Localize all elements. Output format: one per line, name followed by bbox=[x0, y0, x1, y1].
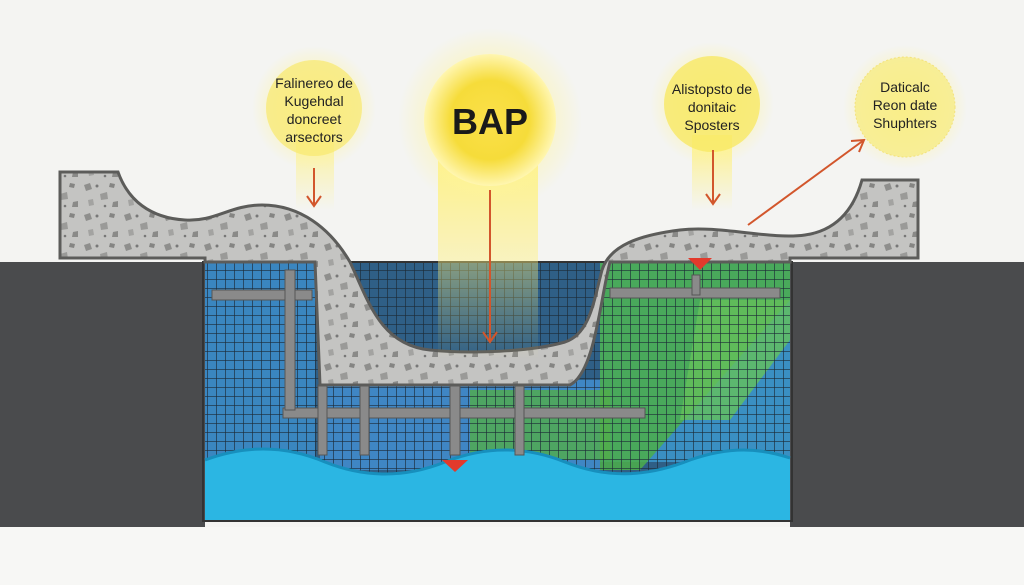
base-strip bbox=[0, 527, 1024, 585]
down-arrow-icon bbox=[306, 168, 322, 208]
left-ground bbox=[0, 262, 205, 527]
label-left-line-4: arsectors bbox=[285, 129, 343, 145]
sun-glow-center bbox=[398, 28, 582, 360]
down-arrow-icon bbox=[482, 190, 498, 344]
label-left-line-2: Kugehdal bbox=[284, 93, 343, 109]
label-right-line-3: Shuphters bbox=[873, 115, 937, 131]
label-mid-right-line-2: donitaic bbox=[688, 99, 736, 115]
label-left-line-1: Falinereo de bbox=[275, 75, 353, 91]
sun-glow-mid-right bbox=[650, 42, 774, 210]
sun-glow-left bbox=[252, 46, 376, 210]
label-mid-right-line-3: Sposters bbox=[684, 117, 739, 133]
label-mid-right: Alistopsto de donitaic Sposters bbox=[672, 81, 752, 133]
arrows bbox=[306, 138, 866, 344]
label-right-line-1: Daticalc bbox=[880, 79, 930, 95]
red-marker-icon bbox=[442, 460, 468, 472]
label-left-line-3: doncreet bbox=[287, 111, 342, 127]
sun-glow-right bbox=[843, 45, 967, 169]
water-layer bbox=[205, 448, 790, 520]
water-surface bbox=[204, 447, 791, 476]
label-center: BAP bbox=[452, 101, 528, 142]
beam-framework bbox=[211, 269, 781, 456]
label-right-line-2: Reon date bbox=[873, 97, 938, 113]
label-right: Daticalc Reon date Shuphters bbox=[873, 79, 938, 131]
concrete-profile bbox=[58, 170, 920, 387]
label-mid-right-line-1: Alistopsto de bbox=[672, 81, 752, 97]
right-ground bbox=[790, 262, 1024, 527]
diagonal-arrow-icon bbox=[747, 138, 866, 226]
label-left: Falinereo de Kugehdal doncreet arsectors bbox=[275, 75, 353, 145]
red-marker-icon bbox=[688, 258, 712, 270]
down-arrow-icon bbox=[705, 150, 721, 206]
